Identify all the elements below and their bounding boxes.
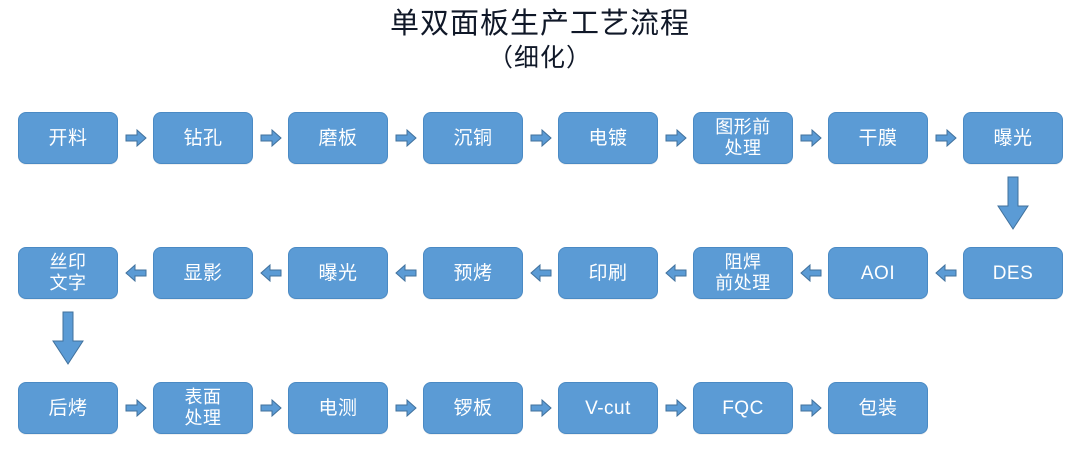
arrow-left-icon	[934, 263, 957, 283]
process-row-1: 开料钻孔磨板沉铜电镀图形前 处理干膜曝光	[0, 112, 1080, 168]
process-row-2: 丝印 文字显影曝光预烤印刷阻焊 前处理 AOI DES	[0, 247, 1080, 303]
arrow-right-icon	[935, 128, 957, 148]
process-node[interactable]: 钻孔	[153, 112, 253, 164]
process-node[interactable]: 曝光	[288, 247, 388, 299]
arrow-right-icon	[800, 128, 822, 148]
process-node[interactable]: FQC	[693, 382, 793, 434]
process-node[interactable]: 锣板	[423, 382, 523, 434]
arrow-right-icon	[125, 398, 147, 418]
process-node[interactable]: 磨板	[288, 112, 388, 164]
process-node[interactable]: 图形前 处理	[693, 112, 793, 164]
process-node[interactable]: 印刷	[558, 247, 658, 299]
arrow-left-icon	[529, 263, 552, 283]
arrow-right-icon	[125, 128, 147, 148]
arrow-right-icon	[260, 398, 282, 418]
arrow-right-icon	[395, 398, 417, 418]
process-node[interactable]: 丝印 文字	[18, 247, 118, 299]
process-node[interactable]: AOI	[828, 247, 928, 299]
arrow-right-icon	[800, 398, 822, 418]
page-title: 单双面板生产工艺流程	[389, 8, 690, 40]
process-node[interactable]: 预烤	[423, 247, 523, 299]
arrow-down-icon	[51, 311, 85, 367]
process-node[interactable]: 沉铜	[423, 112, 523, 164]
process-node[interactable]: 干膜	[828, 112, 928, 164]
process-node[interactable]: 包装	[828, 382, 928, 434]
process-node[interactable]: 开料	[18, 112, 118, 164]
arrow-left-icon	[664, 263, 687, 283]
arrow-right-icon	[395, 128, 417, 148]
chart-title-block: 单双面板生产工艺流程 （细化）	[0, 6, 1080, 75]
process-node[interactable]: 后烤	[18, 382, 118, 434]
process-node[interactable]: 曝光	[963, 112, 1063, 164]
process-node[interactable]: DES	[963, 247, 1063, 299]
arrow-left-icon	[394, 263, 417, 283]
arrow-right-icon	[665, 128, 687, 148]
process-node[interactable]: 显影	[153, 247, 253, 299]
page-subtitle: （细化）	[487, 45, 592, 72]
arrow-right-icon	[665, 398, 687, 418]
process-node[interactable]: 表面 处理	[153, 382, 253, 434]
process-node[interactable]: 电镀	[558, 112, 658, 164]
arrow-left-icon	[124, 263, 147, 283]
process-node[interactable]: 阻焊 前处理	[693, 247, 793, 299]
arrow-left-icon	[799, 263, 822, 283]
arrow-right-icon	[260, 128, 282, 148]
process-node[interactable]: V-cut	[558, 382, 658, 434]
process-node[interactable]: 电测	[288, 382, 388, 434]
arrow-left-icon	[259, 263, 282, 283]
arrow-right-icon	[530, 398, 552, 418]
process-row-3: 后烤表面 处理电测锣板 V-cut FQC 包装	[0, 382, 1080, 438]
arrow-right-icon	[530, 128, 552, 148]
arrow-down-icon	[996, 176, 1030, 232]
